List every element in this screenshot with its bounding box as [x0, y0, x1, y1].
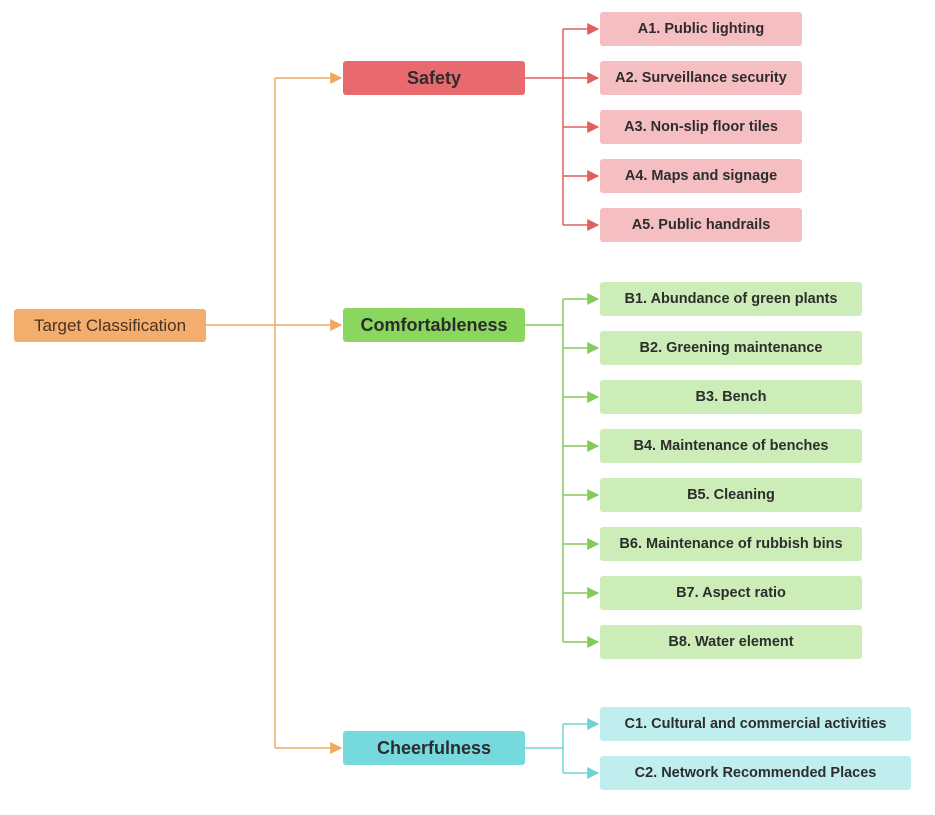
leaf-c2: C2. Network Recommended Places [600, 756, 911, 790]
leaf-label: A2. Surveillance security [615, 70, 787, 86]
category-label: Cheerfulness [376, 737, 492, 758]
leaf-b2: B2. Greening maintenance [600, 331, 862, 365]
root-node: Target Classification [14, 309, 206, 342]
leaf-label: A4. Maps and signage [624, 168, 778, 184]
category-comfortableness: Comfortableness [343, 308, 525, 342]
leaf-a1: A1. Public lighting [600, 12, 802, 46]
leaf-a3: A3. Non-slip floor tiles [600, 110, 802, 144]
leaf-label: A3. Non-slip floor tiles [624, 119, 778, 135]
leaf-label: A1. Public lighting [637, 21, 765, 37]
leaf-a4: A4. Maps and signage [600, 159, 802, 193]
leaf-label: B3. Bench [695, 389, 767, 405]
category-cheerfulness: Cheerfulness [343, 731, 525, 765]
leaf-b1: B1. Abundance of green plants [600, 282, 862, 316]
leaf-c1: C1. Cultural and commercial activities [600, 707, 911, 741]
leaf-label: C1. Cultural and commercial activities [624, 716, 887, 732]
leaf-b8: B8. Water element [600, 625, 862, 659]
leaf-b5: B5. Cleaning [600, 478, 862, 512]
leaf-label: B4. Maintenance of benches [633, 438, 829, 454]
leaf-a2: A2. Surveillance security [600, 61, 802, 95]
leaf-label: A5. Public handrails [631, 217, 771, 233]
leaf-b6: B6. Maintenance of rubbish bins [600, 527, 862, 561]
category-safety: Safety [343, 61, 525, 95]
leaf-label: B8. Water element [668, 634, 794, 650]
leaf-a5: A5. Public handrails [600, 208, 802, 242]
leaf-label: B1. Abundance of green plants [624, 291, 838, 307]
leaf-label: B2. Greening maintenance [639, 340, 823, 356]
category-label: Comfortableness [360, 314, 508, 335]
leaf-label: B7. Aspect ratio [676, 585, 786, 601]
category-label: Safety [406, 67, 462, 88]
leaf-b3: B3. Bench [600, 380, 862, 414]
leaf-b7: B7. Aspect ratio [600, 576, 862, 610]
leaf-label: B6. Maintenance of rubbish bins [619, 536, 843, 552]
leaf-b4: B4. Maintenance of benches [600, 429, 862, 463]
leaf-label: C2. Network Recommended Places [634, 765, 877, 781]
leaf-label: B5. Cleaning [687, 487, 775, 503]
root-label: Target Classification [33, 315, 187, 335]
